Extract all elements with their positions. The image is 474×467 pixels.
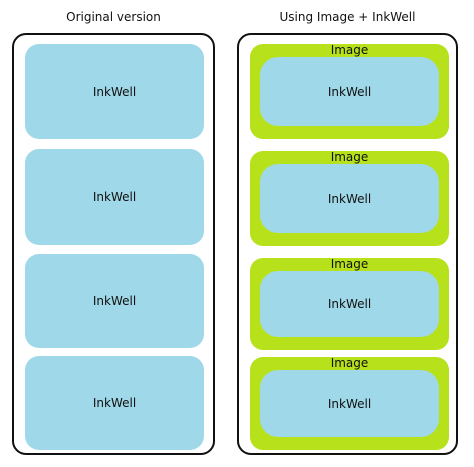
image-inkwell-heading: Using Image + InkWell — [279, 10, 416, 24]
inkwell-label: InkWell — [327, 396, 372, 411]
inkwell-in-image-1[interactable]: InkWell — [260, 57, 439, 126]
inkwell-label: InkWell — [92, 396, 137, 410]
inkwell-in-image-2[interactable]: InkWell — [260, 164, 439, 233]
inkwell-label: InkWell — [327, 84, 372, 99]
inkwell-in-image-4[interactable]: InkWell — [260, 370, 439, 437]
inkwell-1[interactable]: InkWell — [25, 44, 204, 139]
image-1: Image InkWell — [250, 43, 449, 139]
inkwell-label: InkWell — [92, 294, 137, 308]
image-label: Image — [330, 356, 369, 370]
inkwell-label: InkWell — [92, 84, 137, 99]
inkwell-4[interactable]: InkWell — [25, 356, 204, 450]
image-4: Image InkWell — [250, 356, 449, 450]
image-2: Image InkWell — [250, 150, 449, 246]
inkwell-label: InkWell — [327, 191, 372, 206]
inkwell-3[interactable]: InkWell — [25, 254, 204, 348]
inkwell-label: InkWell — [92, 190, 137, 204]
image-label: Image — [330, 257, 369, 271]
image-label: Image — [330, 150, 369, 164]
inkwell-2[interactable]: InkWell — [25, 149, 204, 245]
image-inkwell-panel: Image InkWell Image InkWell Image InkWel… — [237, 33, 458, 455]
image-3: Image InkWell — [250, 257, 449, 350]
inkwell-in-image-3[interactable]: InkWell — [260, 271, 439, 337]
image-label: Image — [330, 43, 369, 57]
original-version-heading: Original version — [66, 10, 161, 24]
inkwell-label: InkWell — [327, 297, 372, 311]
original-version-panel: InkWell InkWell InkWell InkWell — [12, 33, 215, 455]
